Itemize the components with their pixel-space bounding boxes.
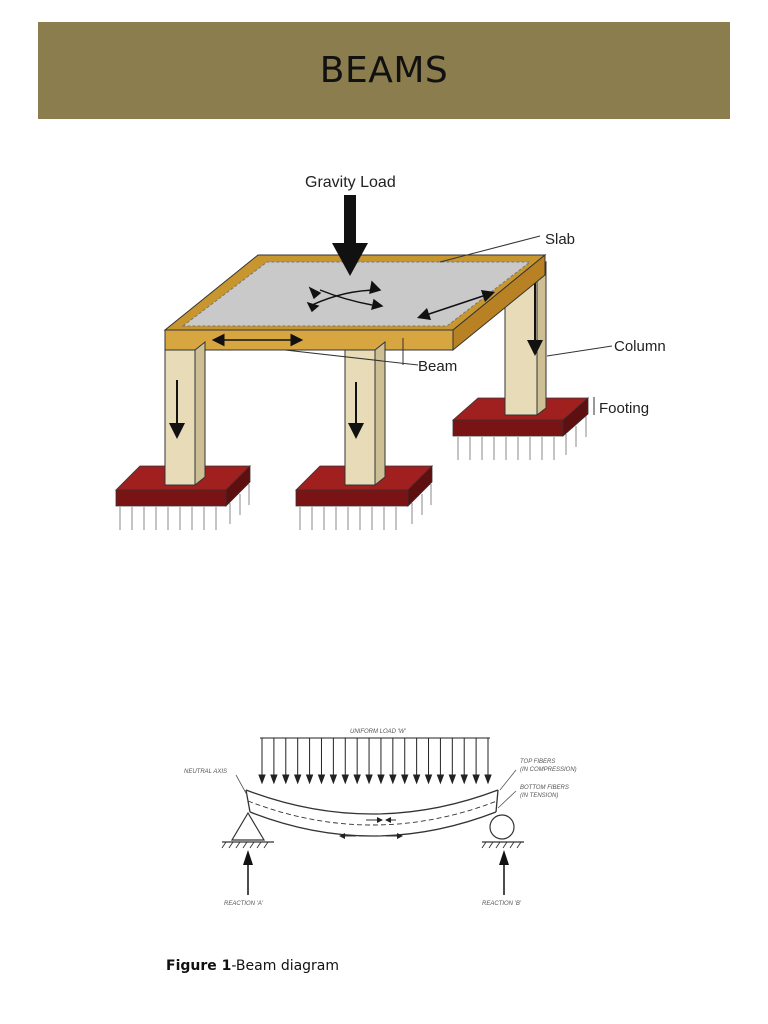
beam-force-arrows	[211, 289, 496, 347]
deflected-beam	[245, 789, 499, 839]
slab-moment-arrows	[306, 280, 384, 313]
neutral-axis-label: NEUTRAL AXIS	[184, 769, 227, 775]
gravity-load-label: Gravity Load	[305, 174, 396, 191]
load-arrow-head	[329, 774, 338, 785]
support-pin-a	[221, 811, 274, 849]
column-front-left	[164, 340, 206, 487]
load-arrow-head	[484, 774, 492, 785]
uniform-load-arrows	[258, 737, 492, 785]
reaction-a-label: REACTION 'A'	[224, 901, 264, 907]
reaction-arrows	[243, 850, 509, 895]
bottom-fibers-label: BOTTOM FIBERS	[520, 785, 569, 791]
load-arrow-head	[389, 774, 397, 785]
slide-title: BEAMS	[319, 50, 449, 91]
load-arrow-head	[258, 774, 266, 785]
reaction-b-label: REACTION 'B'	[482, 901, 522, 907]
load-arrow-head	[412, 774, 421, 785]
figure-number: Figure 1	[166, 958, 232, 974]
load-arrow-head	[341, 774, 349, 785]
leader-lines	[284, 235, 613, 415]
uniform-load-label: UNIFORM LOAD 'W'	[350, 729, 406, 735]
load-arrow-head	[282, 774, 290, 785]
gravity-load-arrow	[332, 195, 368, 276]
figure-caption-text: -Beam diagram	[231, 958, 340, 974]
load-arrow-head	[293, 774, 302, 785]
beam-leaders	[235, 769, 517, 809]
load-arrow-head	[353, 774, 361, 785]
column-label: Column	[614, 338, 666, 355]
figure-caption: Figure 1-Beam diagram	[166, 958, 339, 974]
load-arrow-head	[460, 774, 468, 785]
beam-diagram: UNIFORM LOAD 'W' NEUTRAL AXIS TOP FIBERS…	[184, 729, 577, 907]
load-arrow-head	[472, 774, 480, 785]
footing-back-right	[451, 397, 590, 460]
column-front-middle	[344, 340, 386, 487]
load-arrow-head	[401, 774, 409, 785]
beam-label: Beam	[418, 358, 457, 375]
load-arrow-head	[436, 774, 445, 785]
frame-diagram: Gravity Load Slab Column Beam Footing	[115, 174, 666, 530]
title-bar: BEAMS	[38, 22, 730, 119]
load-arrow-head	[377, 774, 385, 785]
load-arrow-head	[448, 774, 457, 785]
slab-label: Slab	[545, 231, 575, 248]
support-roller-b	[481, 814, 524, 849]
top-fibers-label: TOP FIBERS	[520, 759, 555, 765]
load-arrow-head	[317, 774, 326, 785]
bottom-fibers-sub-label: (IN TENSION)	[520, 793, 558, 799]
load-arrow-head	[365, 774, 373, 785]
slab-frame	[163, 253, 547, 352]
top-fibers-sub-label: (IN COMPRESSION)	[520, 767, 577, 773]
load-arrow-head	[270, 774, 278, 785]
load-arrow-head	[305, 774, 314, 785]
footing-label: Footing	[599, 400, 649, 417]
load-arrow-head	[424, 774, 433, 785]
